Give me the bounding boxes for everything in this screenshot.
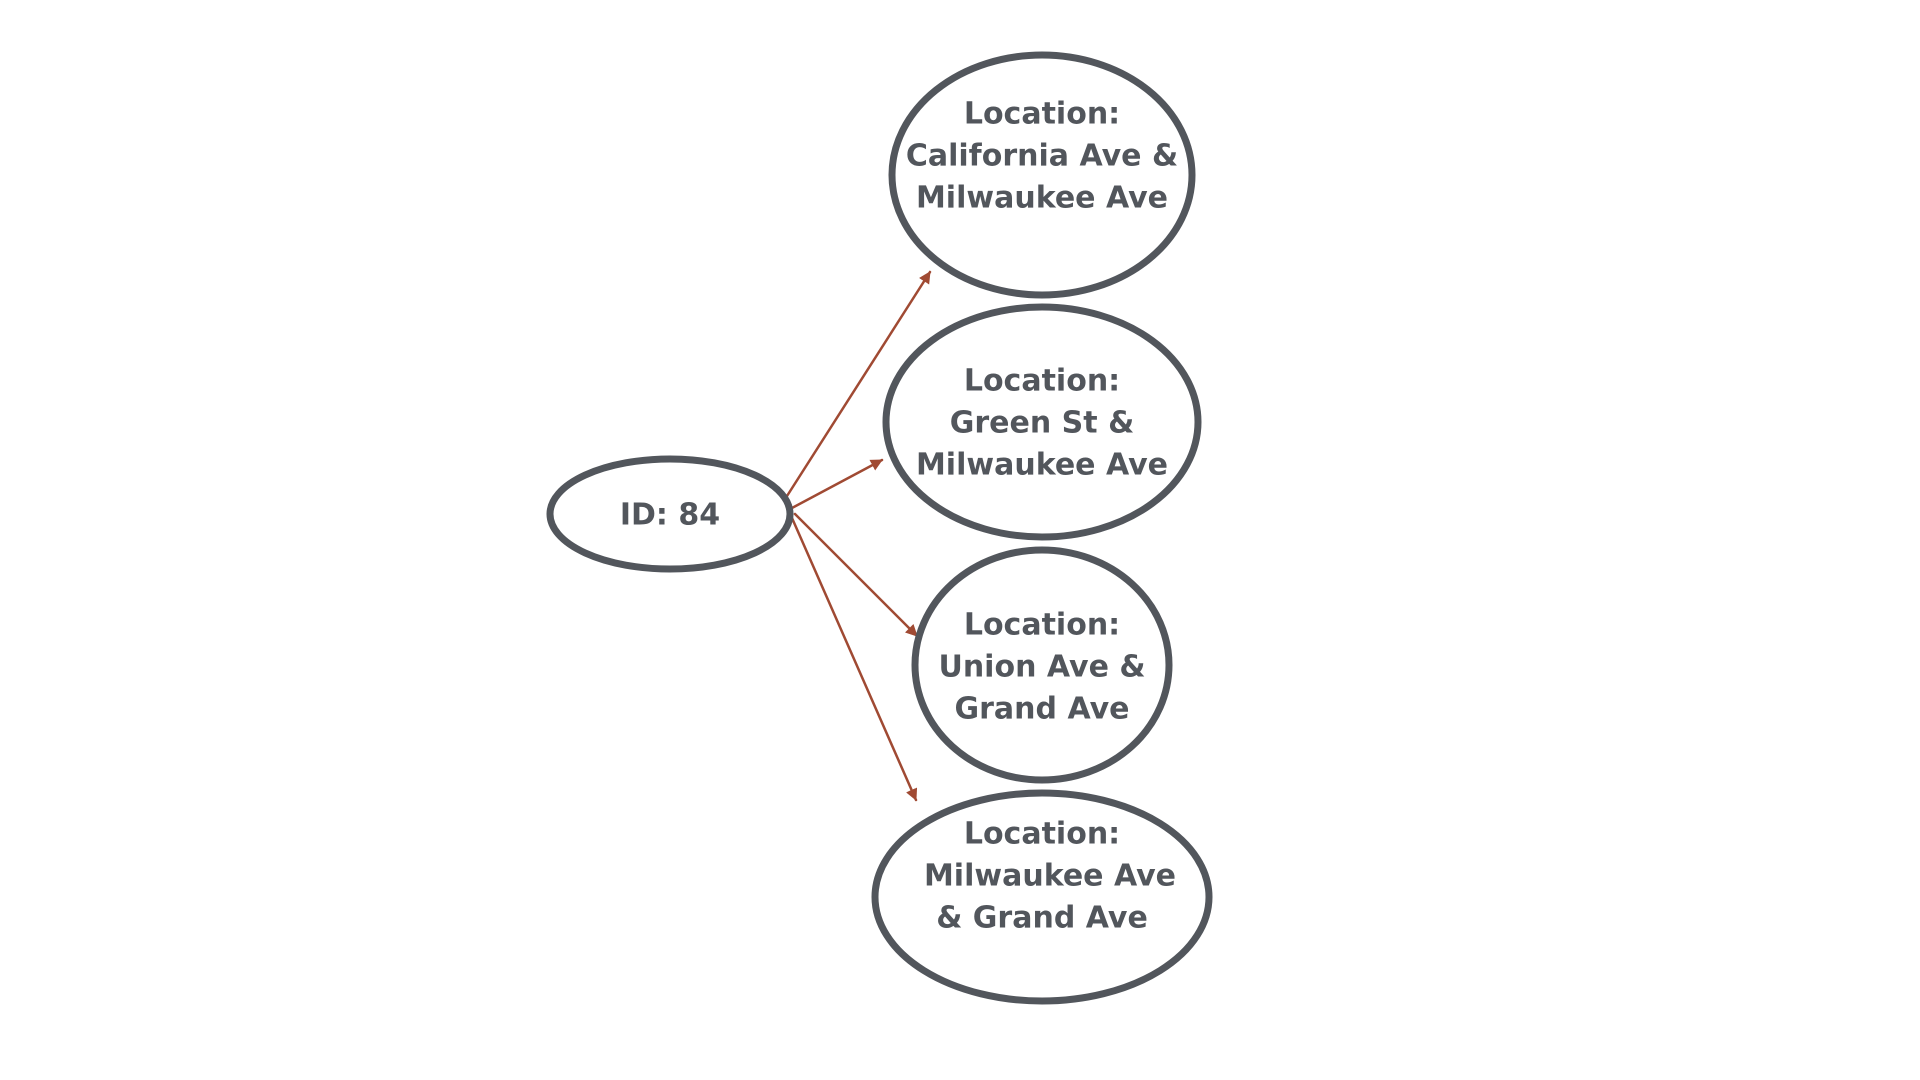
edge-to-location-1 <box>785 270 932 498</box>
location-node-4-line-3: & Grand Ave <box>936 901 1148 936</box>
location-node-3-line-3: Grand Ave <box>955 692 1130 727</box>
location-node-3-line-1: Location: <box>964 608 1120 643</box>
location-node-2-line-3: Milwaukee Ave <box>916 448 1168 483</box>
location-node-4-shape <box>871 789 1213 1005</box>
edges <box>785 270 932 802</box>
source-node-shape <box>546 455 794 573</box>
location-node-3-shape <box>911 546 1173 784</box>
location-node-2-line-2: Green St & <box>950 406 1134 441</box>
location-node-2[interactable]: Location: Green St & Milwaukee Ave <box>882 303 1202 541</box>
location-node-1[interactable]: Location: California Ave & Milwaukee Ave <box>888 51 1196 299</box>
source-node[interactable]: ID: 84 <box>546 455 794 573</box>
location-node-1-line-3: Milwaukee Ave <box>916 181 1168 216</box>
location-node-2-line-1: Location: <box>964 364 1120 399</box>
location-node-1-line-1: Location: <box>964 97 1120 132</box>
edge-to-location-4 <box>790 516 918 802</box>
location-node-2-shape <box>882 303 1202 541</box>
location-node-1-line-2: California Ave & <box>906 139 1178 174</box>
edge-to-location-3 <box>793 512 919 638</box>
location-node-3-line-2: Union Ave & <box>938 650 1145 685</box>
source-node-label: ID: 84 <box>620 498 720 533</box>
location-node-1-shape <box>888 51 1196 299</box>
location-node-4-line-2: Milwaukee Ave <box>924 859 1176 894</box>
location-node-3[interactable]: Location: Union Ave & Grand Ave <box>911 546 1173 784</box>
location-node-4[interactable]: Location: Milwaukee Ave & Grand Ave <box>871 789 1213 1005</box>
location-node-4-line-1: Location: <box>964 817 1120 852</box>
edge-to-location-2 <box>790 458 884 510</box>
